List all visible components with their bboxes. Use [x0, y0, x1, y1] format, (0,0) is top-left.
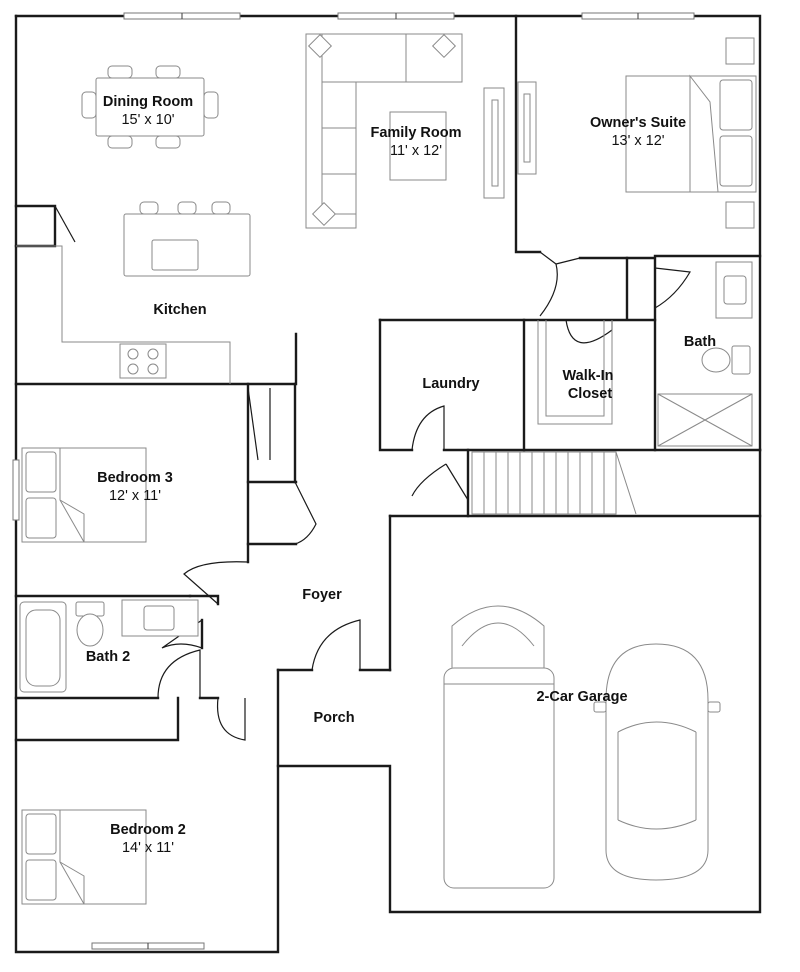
doors	[54, 205, 691, 741]
family-room-furniture	[305, 33, 505, 229]
kitchen-furniture	[16, 201, 251, 384]
laundry-name: Laundry	[422, 376, 479, 392]
bath-name: Bath	[684, 334, 716, 350]
bath2-furniture	[19, 599, 199, 693]
bedroom3-furniture	[21, 447, 147, 543]
windows	[12, 12, 695, 950]
bath2-name: Bath 2	[86, 649, 130, 665]
room-labels: Dining Room 15' x 10' Family Room 11' x …	[86, 94, 716, 856]
bedroom2-name: Bedroom 2	[110, 822, 186, 838]
garage-name: 2-Car Garage	[536, 689, 627, 705]
bedroom3-size: 12' x 11'	[109, 488, 161, 504]
walk-in-closet-shelving	[537, 320, 613, 425]
owners-suite-furniture	[517, 37, 757, 229]
stairs	[471, 451, 637, 515]
bedroom2-size: 14' x 11'	[122, 840, 174, 856]
bath-furniture	[657, 261, 753, 447]
dining-furniture	[81, 65, 219, 149]
exterior-walls	[14, 14, 762, 954]
family-room-name: Family Room	[370, 125, 461, 141]
walk-in-closet-line1: Walk-In	[562, 368, 613, 384]
dining-room-size: 15' x 10'	[121, 112, 174, 128]
foyer-name: Foyer	[302, 587, 342, 603]
family-room-size: 11' x 12'	[390, 143, 442, 159]
owners-suite-size: 13' x 12'	[611, 133, 664, 149]
bedroom2-furniture	[21, 809, 147, 905]
owners-suite-name: Owner's Suite	[590, 115, 686, 131]
bedroom3-name: Bedroom 3	[97, 470, 173, 486]
dining-room-name: Dining Room	[103, 94, 193, 110]
walk-in-closet-line2: Closet	[568, 386, 612, 402]
porch-name: Porch	[313, 710, 354, 726]
interior-walls	[14, 14, 762, 768]
garage-vehicles	[443, 605, 721, 889]
kitchen-name: Kitchen	[153, 302, 206, 318]
